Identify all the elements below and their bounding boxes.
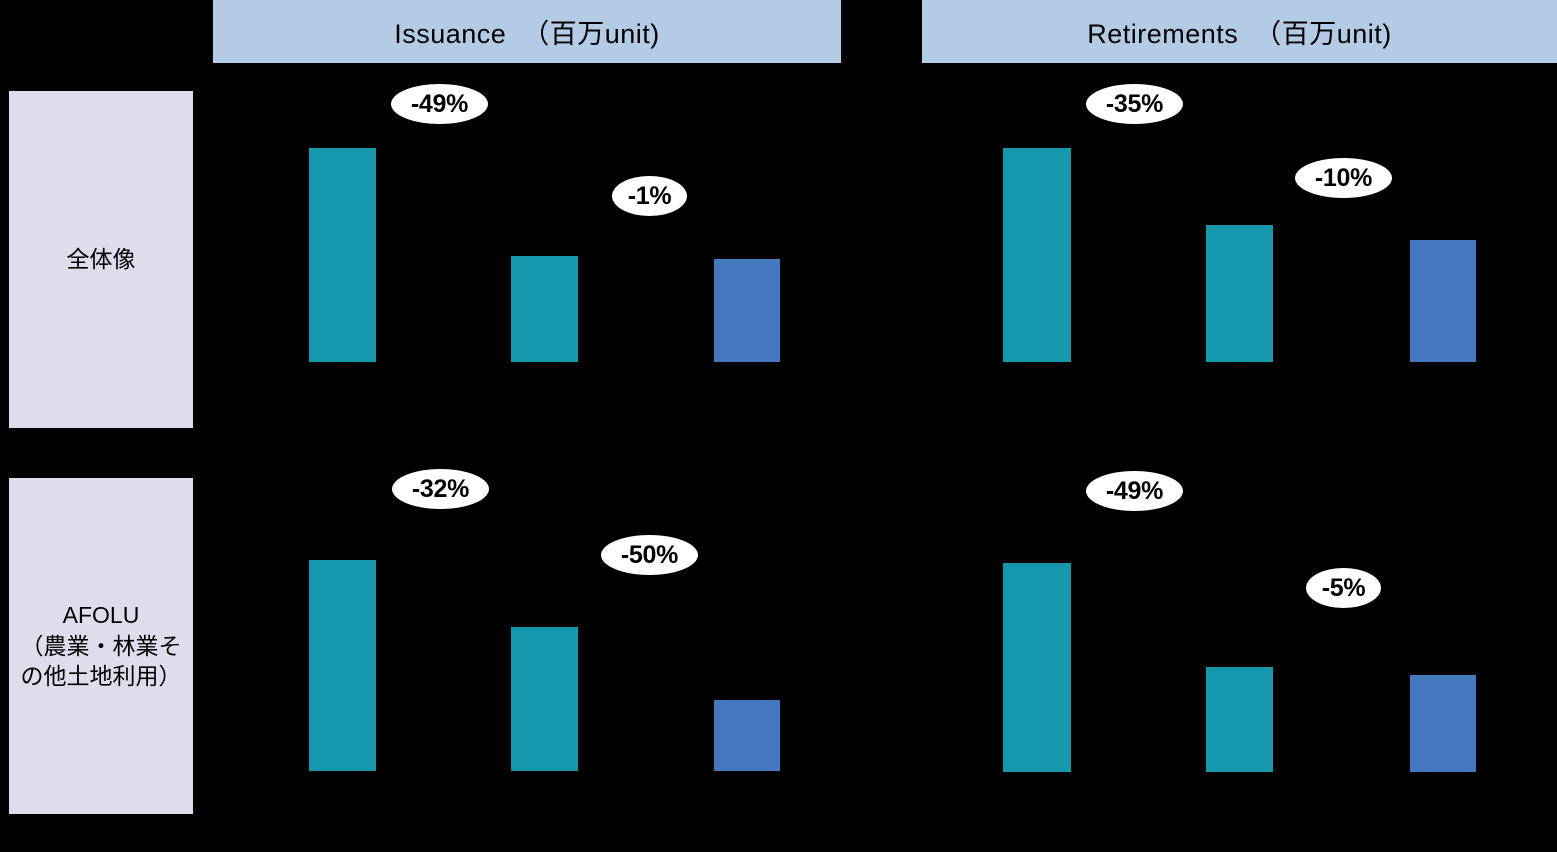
bar-r2c2-1: [1003, 563, 1071, 772]
bar-r1c1-1: [309, 148, 376, 362]
bar-r2c1-2: [511, 627, 578, 771]
badge-r2c1-a: -32%: [392, 469, 489, 509]
bar-r2c1-1: [309, 560, 376, 771]
badge-r1c1-b: -1%: [612, 176, 687, 216]
bar-r2c2-3: [1410, 675, 1476, 772]
bar-r1c1-3: [714, 259, 780, 362]
badge-r1c2-a: -35%: [1086, 84, 1183, 124]
badge-r2c2-b: -5%: [1306, 568, 1381, 608]
badge-r2c2-a: -49%: [1086, 471, 1183, 511]
badge-r1c2-b: -10%: [1295, 158, 1392, 198]
row-label-afolu: AFOLU （農業・林業その他土地利用）: [9, 478, 193, 814]
bar-r1c2-1: [1003, 148, 1071, 362]
bar-r2c1-3: [714, 700, 780, 771]
badge-r2c1-b: -50%: [601, 535, 698, 575]
row-label-overall: 全体像: [9, 91, 193, 428]
column-header-issuance: Issuance （百万unit): [213, 0, 841, 63]
bar-r1c1-2: [511, 256, 578, 362]
bar-r1c2-3: [1410, 240, 1476, 362]
bar-r1c2-2: [1206, 225, 1273, 362]
badge-r1c1-a: -49%: [391, 84, 488, 124]
column-header-retirements: Retirements （百万unit): [922, 0, 1557, 63]
bar-r2c2-2: [1206, 667, 1273, 772]
